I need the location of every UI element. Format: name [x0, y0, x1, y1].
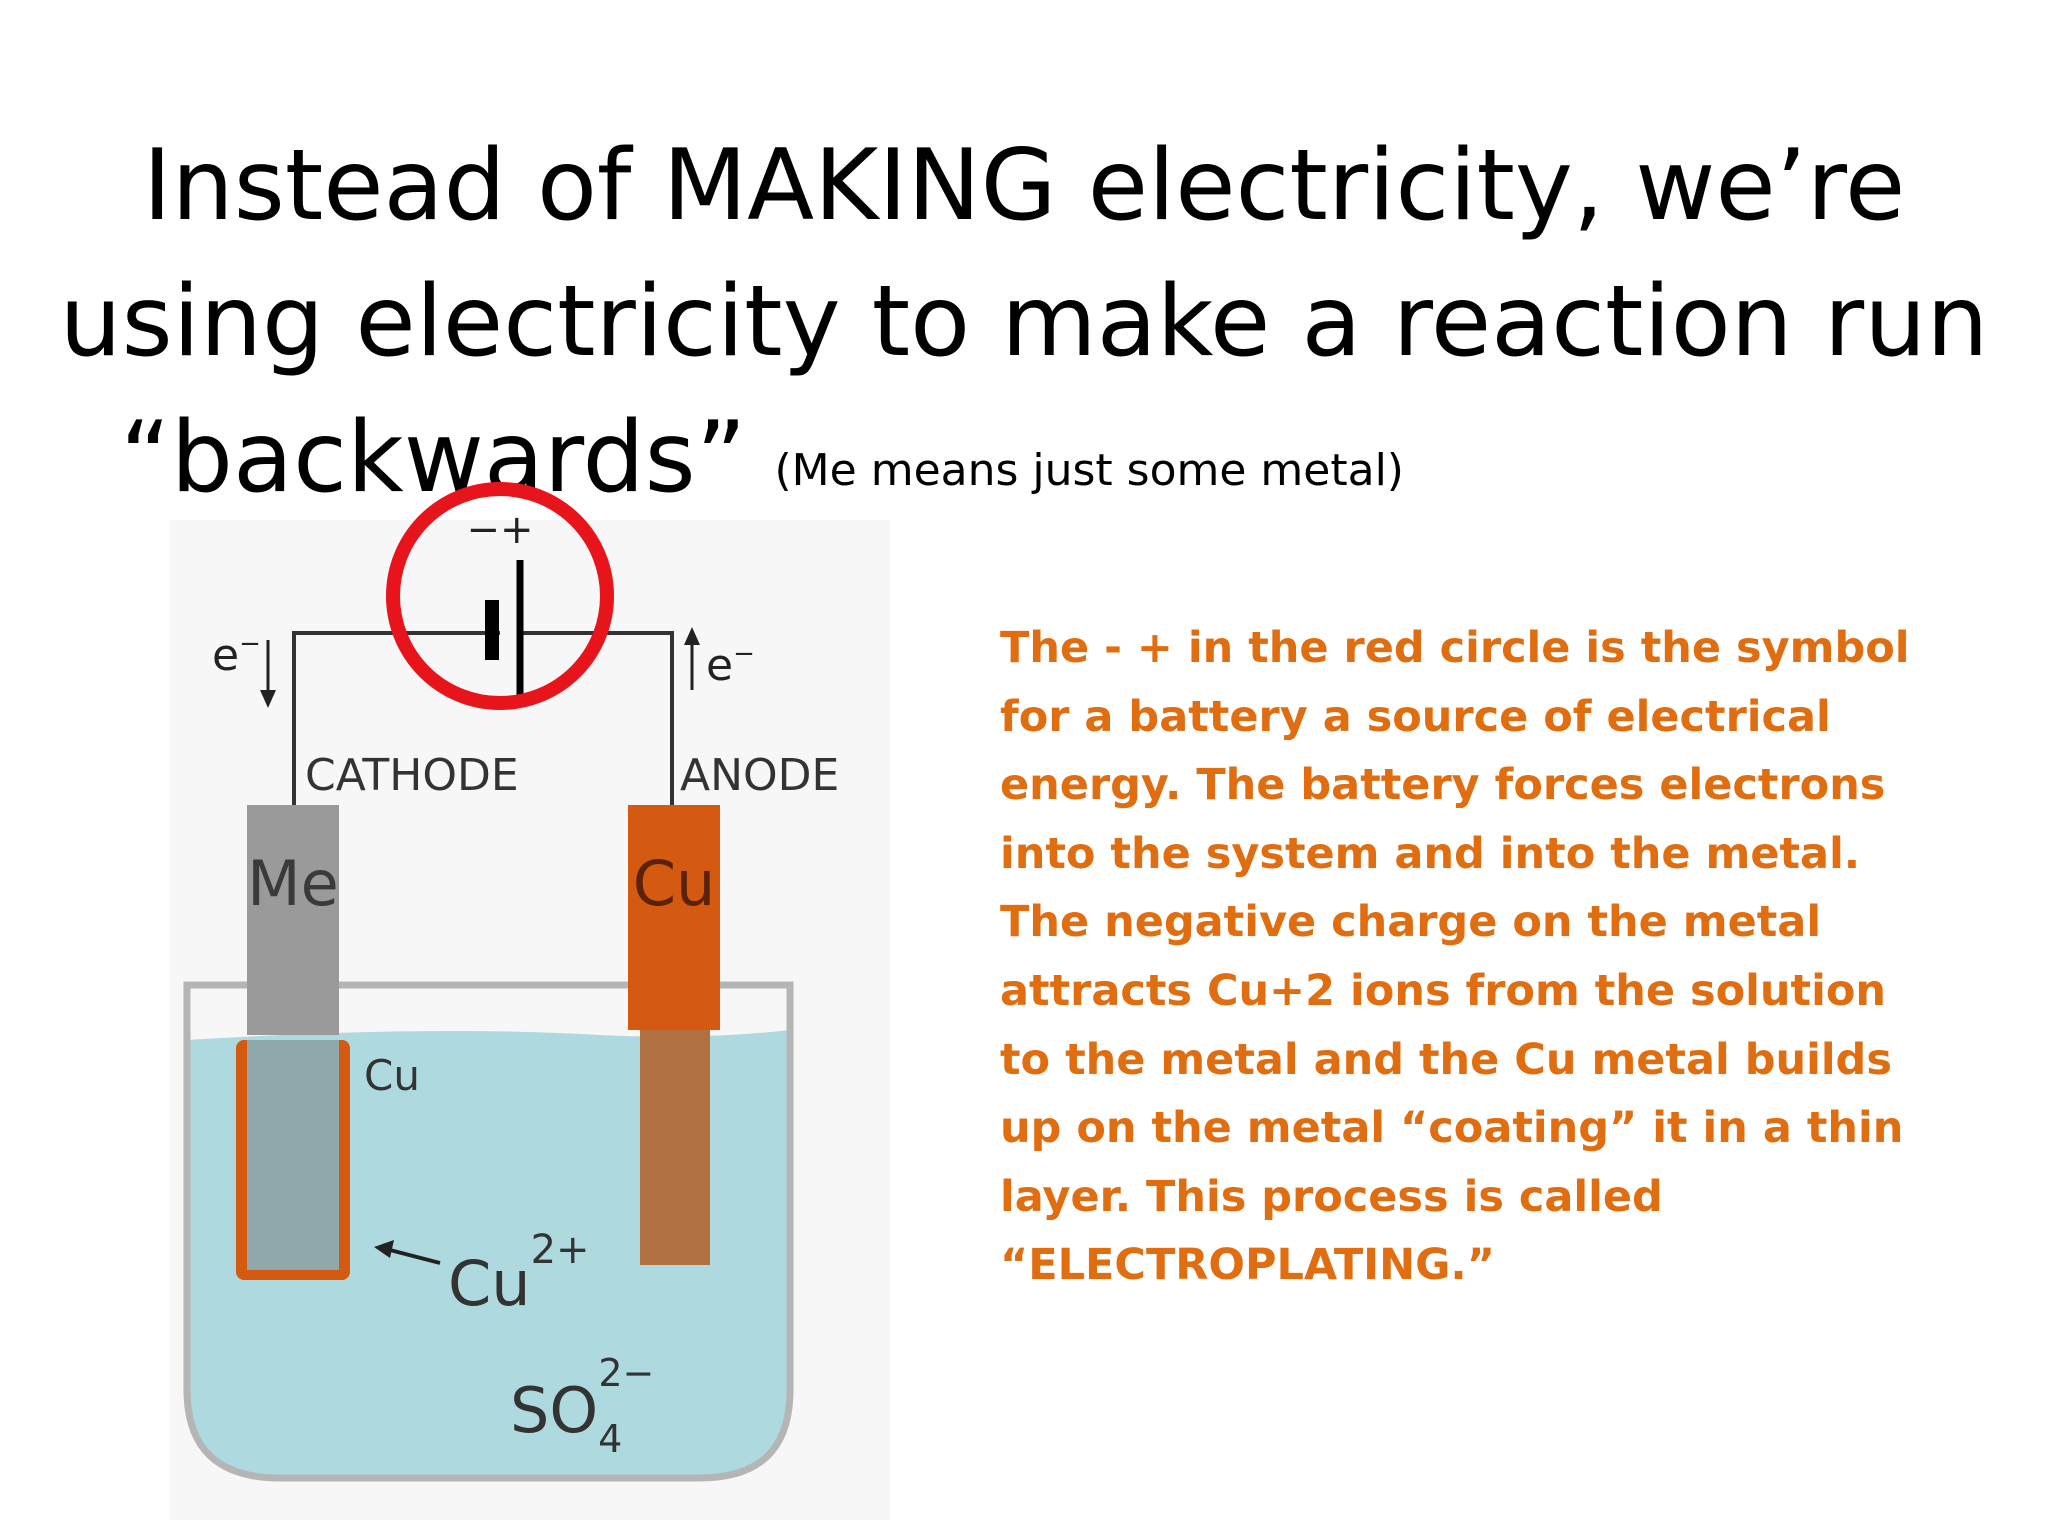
anode-submerged	[640, 1030, 710, 1265]
slide-title: Instead of MAKING electricity, we’re usi…	[0, 118, 2048, 545]
explanation-line: attracts Cu+2 ions from the solution	[1000, 965, 1886, 1016]
coating-label: Cu	[364, 1051, 420, 1100]
title-line-1: Instead of MAKING electricity, we’re	[142, 129, 1906, 243]
anode-label: ANODE	[680, 750, 839, 801]
title-line-2: using electricity to make a reaction run	[59, 265, 1989, 379]
cathode-label: CATHODE	[305, 750, 519, 801]
electron-label-right: e−	[706, 639, 755, 691]
cathode-metal-label: Me	[247, 847, 339, 920]
electron-label-left: e−	[212, 629, 261, 681]
explanation-text: The - + in the red circle is the symbol …	[1000, 614, 1940, 1300]
explanation-line: up on the metal “coating” it in a thin	[1000, 1103, 1904, 1154]
explanation-line: “ELECTROPLATING.”	[1000, 1240, 1496, 1291]
cu-ion-label: Cu2+	[448, 1227, 590, 1320]
title-line-3: “backwards” (Me means just some metal)	[0, 390, 1786, 545]
explanation-line: to the metal and the Cu metal builds	[1000, 1034, 1892, 1085]
beaker	[183, 981, 794, 1482]
explanation-line: for a battery a source of electrical	[1000, 691, 1831, 742]
title-note: (Me means just some metal)	[774, 445, 1404, 496]
cathode-electrode	[247, 805, 339, 1035]
ion-arrow	[389, 1248, 441, 1265]
wire-right	[520, 631, 674, 805]
electron-arrowhead-right	[684, 627, 700, 645]
wire-left	[292, 631, 500, 805]
explanation-line: The negative charge on the metal	[1000, 897, 1822, 948]
battery-polarity-label: −+	[466, 507, 533, 553]
cathode-submerged	[247, 1040, 339, 1270]
title-backwards: “backwards”	[120, 401, 747, 515]
anode-electrode	[628, 805, 720, 1030]
explanation-line: into the system and into the metal.	[1000, 828, 1861, 879]
explanation-line: layer. This process is called	[1000, 1171, 1663, 1222]
explanation-line: energy. The battery forces electrons	[1000, 760, 1886, 811]
highlight-circle	[386, 482, 614, 710]
ion-arrowhead	[374, 1240, 394, 1258]
sulfate-ion-label: SO42−	[510, 1351, 654, 1461]
electron-arrowhead-left	[260, 690, 276, 708]
anode-metal-label: Cu	[633, 847, 716, 920]
explanation-line: The - + in the red circle is the symbol	[1000, 623, 1910, 673]
